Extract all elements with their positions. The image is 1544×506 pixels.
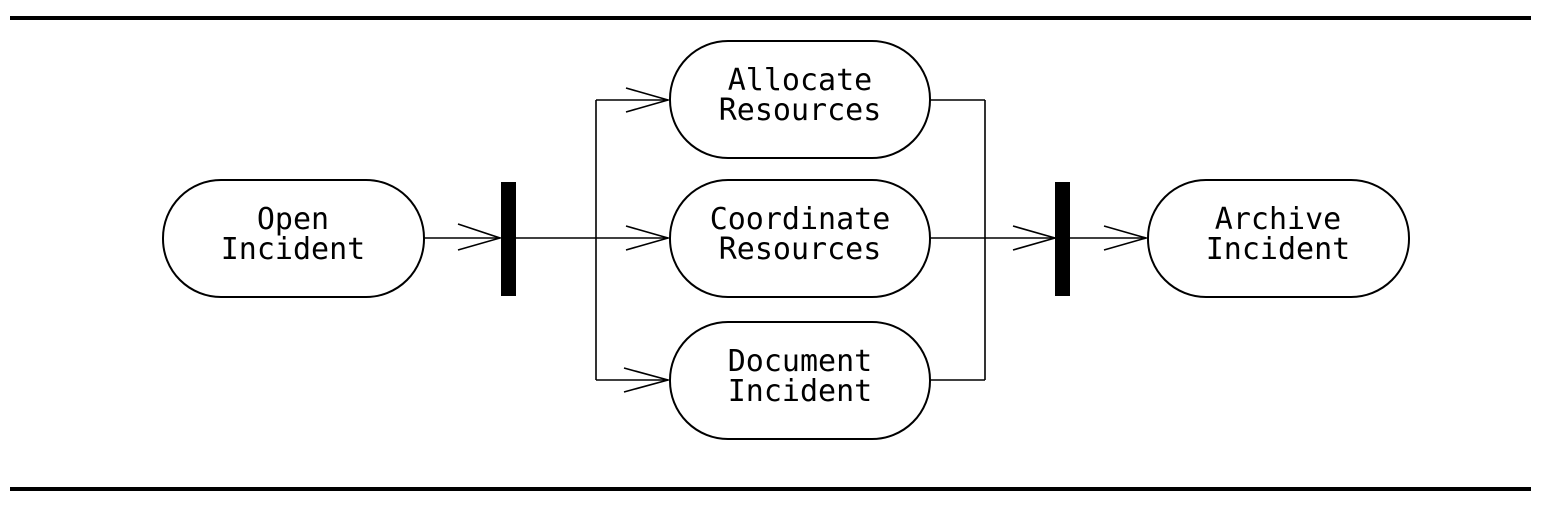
arrowhead-fork-to-coordinate	[625, 225, 671, 251]
node-open-incident: Open Incident	[162, 179, 425, 298]
arrowhead-open-to-fork	[457, 223, 503, 251]
node-open-incident-label-line2: Incident	[221, 232, 366, 267]
node-coordinate-resources-label-line1: Coordinate	[710, 202, 891, 237]
node-document-incident-shape	[669, 321, 931, 440]
node-open-incident-label-line1: Open	[257, 202, 329, 237]
node-archive-incident-shape	[1147, 179, 1410, 298]
node-document-incident: Document Incident	[669, 321, 931, 440]
arrowhead-join-to-archive	[1103, 225, 1149, 251]
edges	[424, 87, 1149, 393]
node-archive-incident: Archive Incident	[1147, 179, 1410, 298]
node-coordinate-resources-label-line2: Resources	[719, 232, 882, 267]
node-archive-incident-label-line1: Archive	[1215, 202, 1341, 237]
arrowhead-fork-to-document	[623, 367, 672, 393]
node-coordinate-resources: Coordinate Resources	[669, 179, 931, 298]
node-allocate-resources-label-line1: Allocate	[728, 63, 873, 98]
node-allocate-resources-shape	[669, 40, 931, 159]
node-coordinate-resources-shape	[669, 179, 931, 298]
node-document-incident-label-line2: Incident	[728, 374, 873, 409]
node-open-incident-shape	[162, 179, 425, 298]
node-allocate-resources-label-line2: Resources	[719, 93, 882, 128]
arrowhead-fork-to-allocate	[625, 87, 671, 113]
node-document-incident-label-line1: Document	[728, 344, 873, 379]
node-allocate-resources: Allocate Resources	[669, 40, 931, 159]
join-bar	[1055, 182, 1070, 296]
node-archive-incident-label-line2: Incident	[1206, 232, 1351, 267]
fork-bar	[501, 182, 516, 296]
